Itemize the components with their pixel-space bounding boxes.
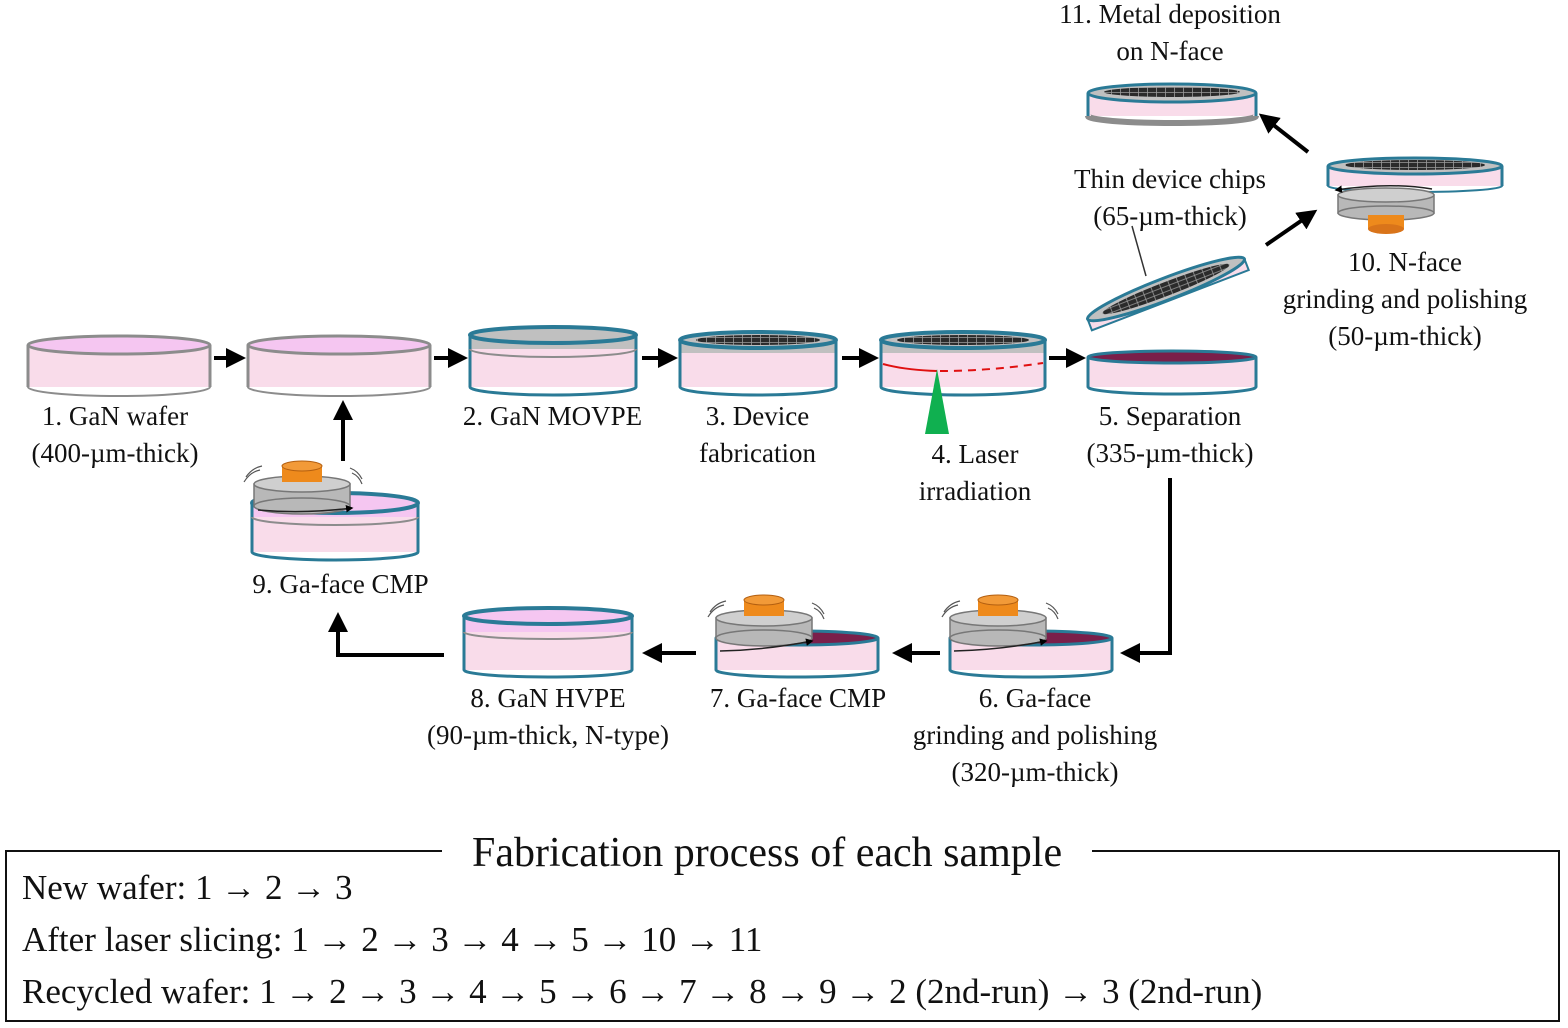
thin-device-chips [1085, 255, 1251, 332]
wafer-10-nface [1326, 156, 1504, 234]
wafer-3-device [678, 330, 838, 397]
label-thin-chips-title: Thin device chips [1074, 164, 1266, 194]
label-step-6-thickness: (320-µm-thick) [951, 757, 1119, 787]
label-step-6-line1: 6. Ga-face [978, 683, 1092, 713]
polishing-head-icon [243, 460, 363, 515]
label-thin-chips-thickness: (65-µm-thick) [1093, 201, 1247, 231]
device-chip-grid-icon [696, 335, 820, 345]
flow-arrows [214, 113, 1318, 663]
label-step-3-line1: 3. Device [705, 401, 810, 431]
label-step-9-title: 9. Ga-face CMP [252, 569, 429, 599]
label-step-1-thickness: (400-µm-thick) [31, 438, 199, 468]
wafer-5-separation [1086, 349, 1258, 396]
wafer-11-metal [1085, 82, 1259, 126]
label-step-8: 8. GaN HVPE (90-µm-thick, N-type) [398, 680, 698, 754]
label-step-5-thickness: (335-µm-thick) [1086, 438, 1254, 468]
label-step-5: 5. Separation (335-µm-thick) [1065, 398, 1275, 472]
label-step-4-line1: 4. Laser [931, 439, 1019, 469]
wafer-4-laser [879, 330, 1047, 434]
label-step-8-thickness: (90-µm-thick, N-type) [427, 720, 669, 750]
label-step-11-line1: 11. Metal deposition [1059, 0, 1281, 29]
legend-title: Fabrication process of each sample [442, 826, 1093, 880]
label-step-3-line2: fabrication [699, 438, 816, 468]
legend-line-recycled-wafer: Recycled wafer: 1 → 2 → 3 → 4 → 5 → 6 → … [22, 972, 1263, 1011]
chips-pointer-line [1131, 225, 1147, 277]
label-thin-chips: Thin device chips (65-µm-thick) [1045, 161, 1295, 235]
wafer-1-gan [26, 334, 212, 397]
label-step-5-title: 5. Separation [1098, 401, 1242, 431]
arrow-icon [1264, 209, 1318, 247]
wafer-7-cmp [707, 594, 880, 679]
arrow-icon [1258, 113, 1310, 154]
label-step-11-line2: on N-face [1116, 36, 1224, 66]
wafer-6-grinding [941, 594, 1114, 679]
label-step-7: 7. Ga-face CMP [688, 680, 908, 717]
label-step-6: 6. Ga-face grinding and polishing (320-µ… [880, 680, 1190, 791]
label-step-10: 10. N-face grinding and polishing (50-µm… [1255, 244, 1555, 355]
label-step-9: 9. Ga-face CMP [228, 566, 453, 603]
polishing-head-icon [941, 594, 1059, 652]
wafer-8-hvpe [462, 606, 634, 679]
label-step-1-title: 1. GaN wafer [41, 401, 189, 431]
label-step-4-line2: irradiation [918, 476, 1032, 506]
label-step-2: 2. GaN MOVPE [440, 398, 665, 435]
laser-beam-icon [925, 369, 949, 434]
label-step-11: 11. Metal deposition on N-face [1025, 0, 1315, 70]
polishing-head-icon [1334, 185, 1435, 234]
wafer-1-recycled [246, 334, 432, 397]
wafer-9-cmp [243, 460, 420, 562]
label-step-6-line2: grinding and polishing [912, 720, 1158, 750]
label-step-7-title: 7. Ga-face CMP [709, 683, 887, 713]
label-step-1: 1. GaN wafer (400-µm-thick) [10, 398, 220, 472]
polishing-head-icon [707, 594, 825, 652]
label-step-8-title: 8. GaN HVPE [470, 683, 626, 713]
label-step-4: 4. Laser irradiation [885, 436, 1065, 510]
label-step-3: 3. Device fabrication [670, 398, 845, 472]
arrow-icon [328, 612, 444, 657]
arrow-icon [1120, 478, 1172, 663]
wafer-2-movpe [468, 325, 638, 397]
label-step-10-line1: 10. N-face [1348, 247, 1462, 277]
legend-line-new-wafer: New wafer: 1 → 2 → 3 [22, 868, 353, 907]
legend-line-laser-slicing: After laser slicing: 1 → 2 → 3 → 4 → 5 →… [22, 920, 763, 959]
label-step-10-line2: grinding and polishing [1282, 284, 1528, 314]
label-step-2-title: 2. GaN MOVPE [462, 401, 643, 431]
label-step-10-thickness: (50-µm-thick) [1328, 321, 1482, 351]
